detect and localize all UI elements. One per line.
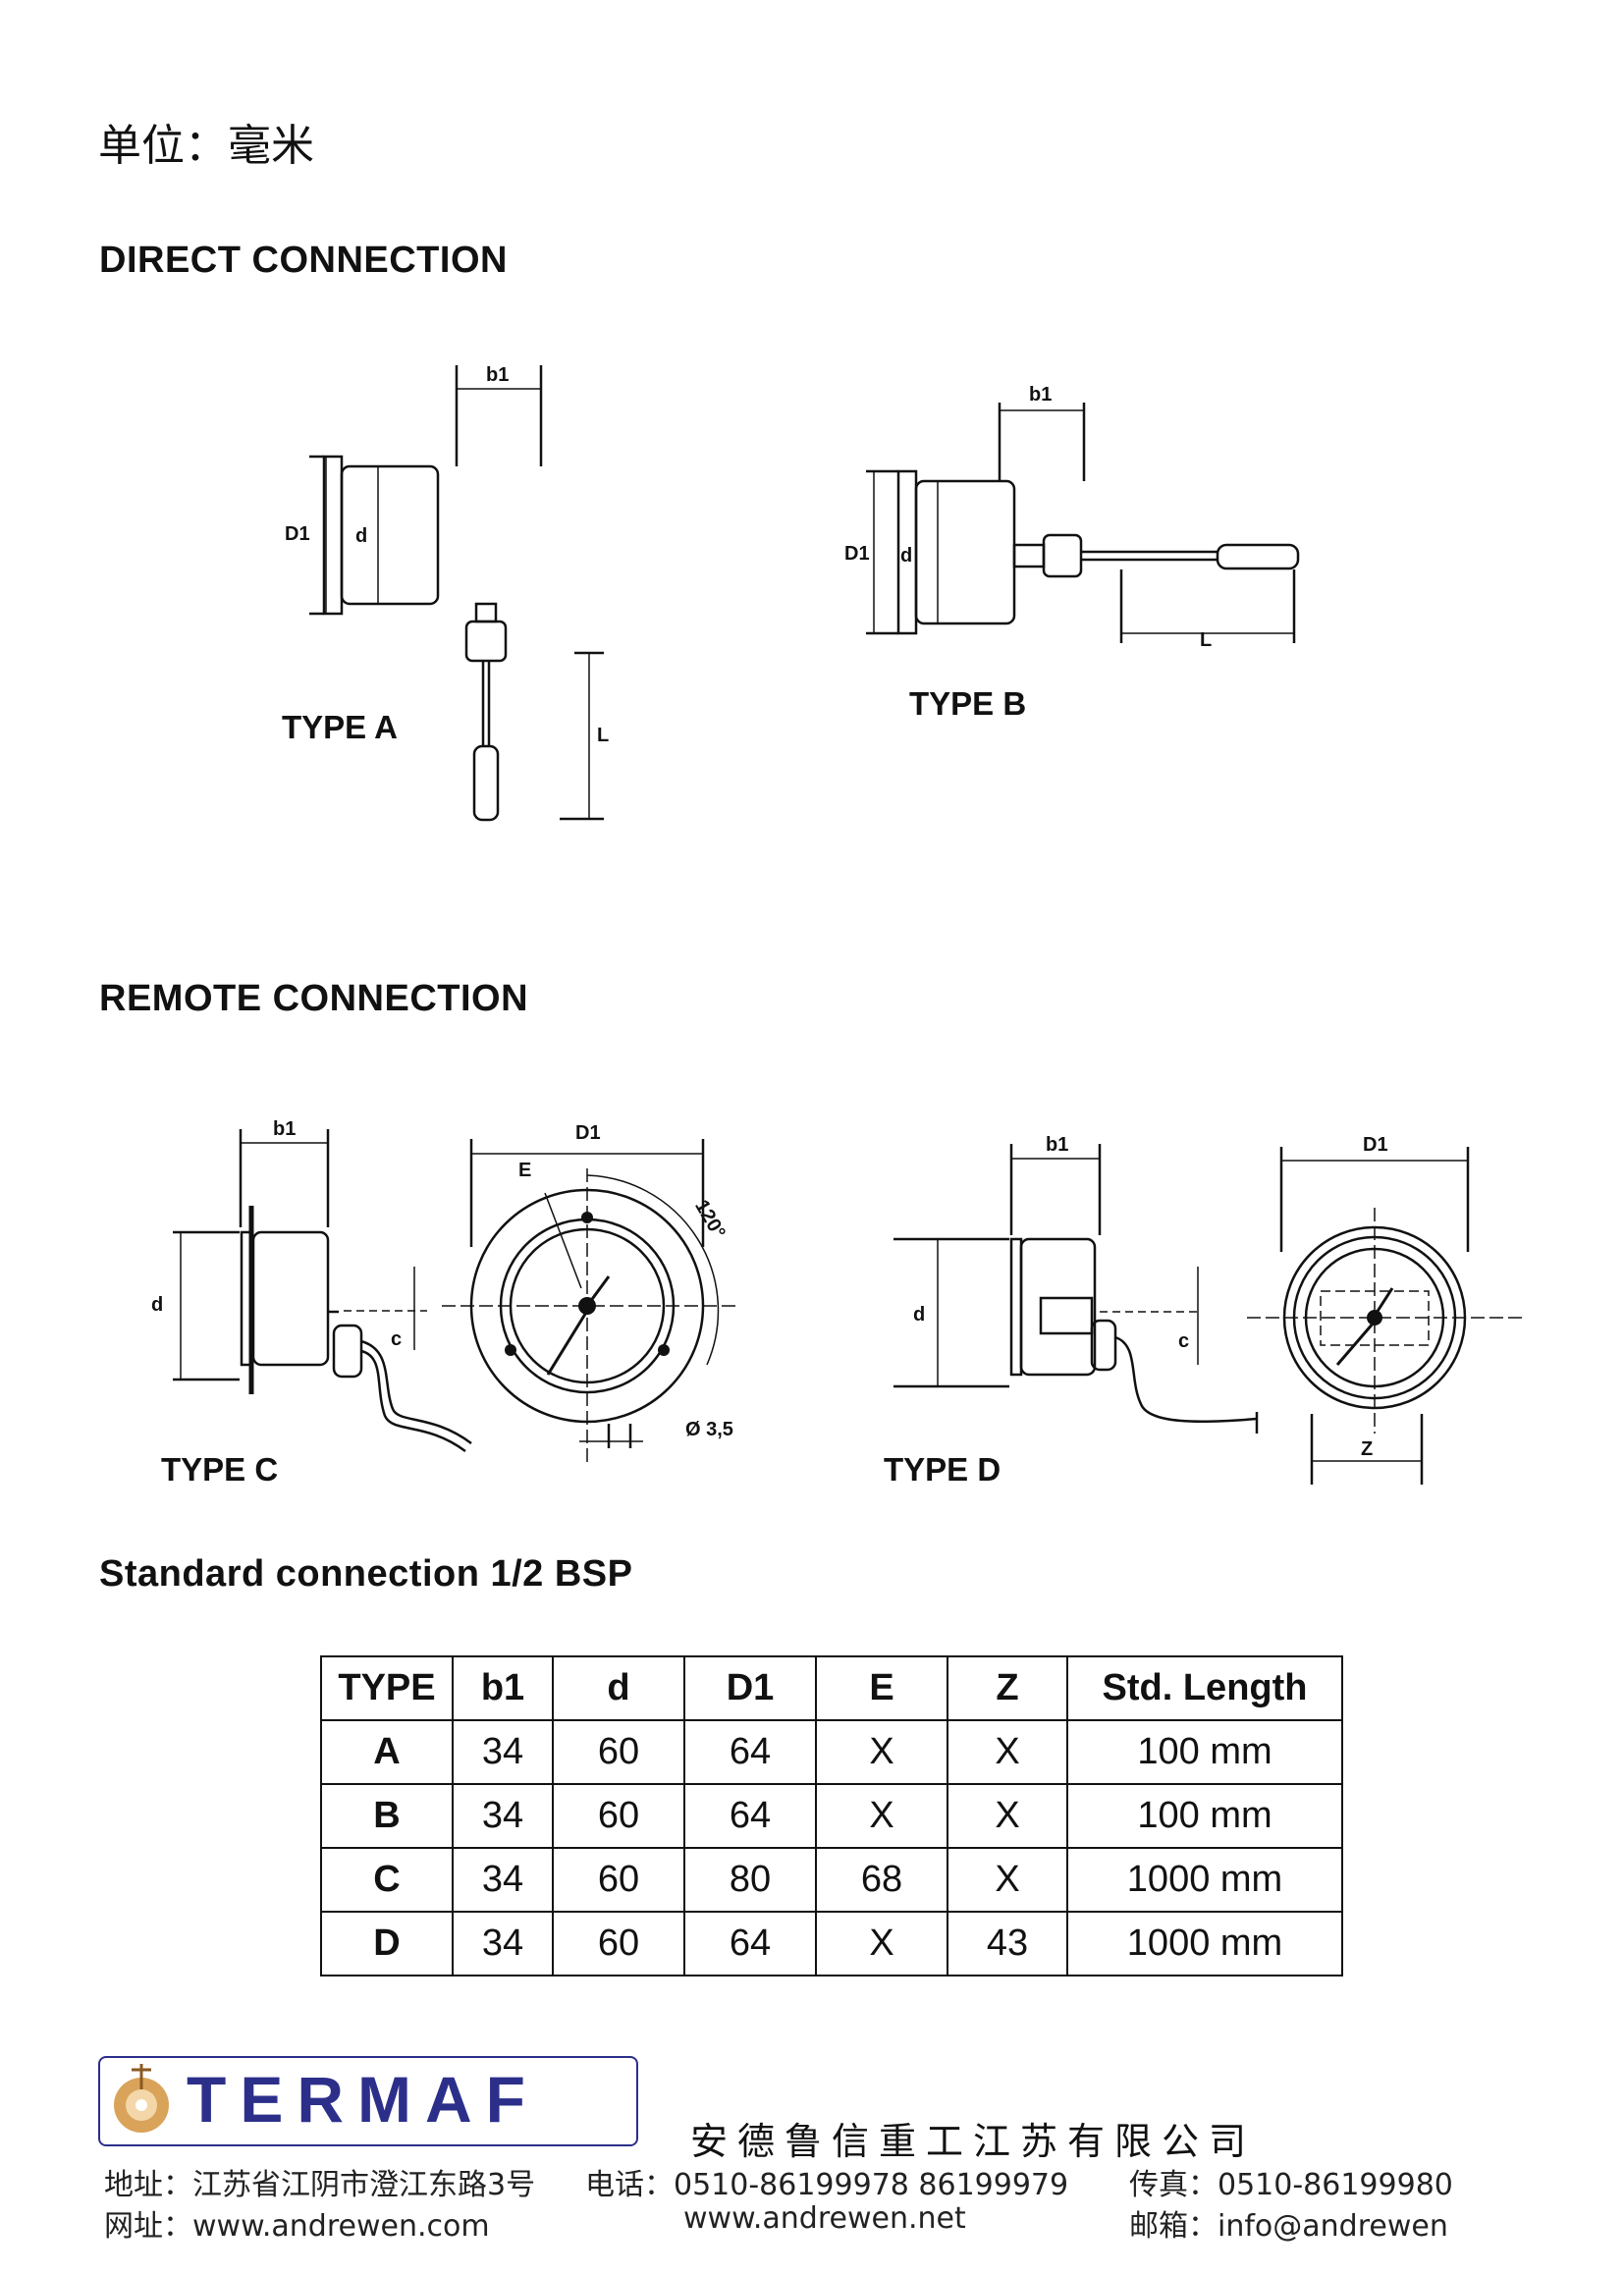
type-c-diagram: b1 d c D1 E 120° Ø 3,5 (151, 1118, 736, 1463)
section-standard-connection: Standard connection 1/2 BSP (99, 1553, 633, 1595)
footer-fax: 传真：0510-86199980 (1129, 2168, 1453, 2202)
dim-b1-b: b1 (1029, 384, 1052, 406)
dim-l-b: L (1200, 629, 1212, 651)
dim-d1-a: D1 (285, 523, 310, 545)
dim-d-d: d (913, 1304, 925, 1326)
cell-z: X (947, 1783, 1068, 1849)
dim-d-b: d (900, 545, 912, 567)
footer-phone: 电话：0510-86199978 86199979 (585, 2168, 1069, 2202)
company-name: 安德鲁信重工江苏有限公司 (690, 2120, 1257, 2163)
dim-d1-d: D1 (1363, 1134, 1388, 1156)
cell-b1: 34 (452, 1847, 554, 1913)
type-c-label: TYPE C (161, 1451, 279, 1488)
col-d: d (552, 1655, 685, 1721)
type-d-label: TYPE D (884, 1451, 1001, 1488)
dim-b1-a: b1 (486, 364, 509, 386)
col-std-length: Std. Length (1066, 1655, 1343, 1721)
cell-b1: 34 (452, 1911, 554, 1976)
cell-d1: 64 (683, 1719, 817, 1785)
cell-d: 60 (552, 1911, 685, 1976)
cell-d: 60 (552, 1783, 685, 1849)
table-row: B 34 60 64 X X 100 mm (320, 1783, 1343, 1849)
dim-d1-c: D1 (575, 1122, 601, 1144)
type-a-label: TYPE A (282, 709, 398, 745)
col-e: E (815, 1655, 948, 1721)
dim-b1-c: b1 (273, 1118, 296, 1140)
col-type: TYPE (320, 1655, 454, 1721)
logo-box (98, 2056, 638, 2146)
footer-website-com[interactable]: 网址：www.andrewen.com (104, 2209, 490, 2244)
dim-c-c: c (391, 1328, 402, 1350)
cell-d: 60 (552, 1719, 685, 1785)
unit-label: 单位：毫米 (98, 121, 314, 171)
cell-z: 43 (947, 1911, 1068, 1976)
cell-std-length: 100 mm (1066, 1783, 1343, 1849)
section-direct-connection: DIRECT CONNECTION (99, 240, 508, 281)
type-b-diagram: b1 D1 d L (844, 384, 1300, 651)
section-remote-connection: REMOTE CONNECTION (99, 978, 529, 1019)
dim-l-a: L (597, 725, 609, 746)
cell-e: X (815, 1911, 948, 1976)
logo-emblem-icon (114, 2064, 169, 2133)
dim-e-c: E (518, 1160, 531, 1181)
cell-type: D (320, 1911, 454, 1976)
cell-b1: 34 (452, 1783, 554, 1849)
cell-std-length: 1000 mm (1066, 1911, 1343, 1976)
col-b1: b1 (452, 1655, 554, 1721)
cell-d1: 64 (683, 1911, 817, 1976)
footer-email[interactable]: 邮箱：info@andrewen (1129, 2209, 1448, 2244)
spec-table: TYPE b1 d D1 E Z Std. Length A 34 60 64 … (320, 1655, 1343, 1976)
cell-type: A (320, 1719, 454, 1785)
type-a-diagram: b1 D1 d L (285, 364, 609, 822)
table-header-row: TYPE b1 d D1 E Z Std. Length (320, 1655, 1343, 1721)
table-row: A 34 60 64 X X 100 mm (320, 1719, 1343, 1785)
dim-z-d: Z (1361, 1438, 1373, 1460)
cell-d: 60 (552, 1847, 685, 1913)
footer-website-net[interactable]: www.andrewen.net (683, 2201, 966, 2236)
table-row: D 34 60 64 X 43 1000 mm (320, 1911, 1343, 1976)
type-d-diagram: b1 d c D1 Z (893, 1134, 1522, 1485)
cell-type: C (320, 1847, 454, 1913)
dim-b1-d: b1 (1046, 1134, 1068, 1156)
dim-hole-c: Ø 3,5 (685, 1419, 733, 1440)
dim-d1-b: D1 (844, 543, 870, 565)
cell-b1: 34 (452, 1719, 554, 1785)
col-d1: D1 (683, 1655, 817, 1721)
cell-std-length: 1000 mm (1066, 1847, 1343, 1913)
col-z: Z (947, 1655, 1068, 1721)
logo-wordmark: TERMAF (187, 2063, 539, 2136)
cell-d1: 64 (683, 1783, 817, 1849)
type-b-label: TYPE B (909, 685, 1027, 722)
cell-std-length: 100 mm (1066, 1719, 1343, 1785)
table-row: C 34 60 80 68 X 1000 mm (320, 1847, 1343, 1913)
cell-z: X (947, 1719, 1068, 1785)
cell-e: 68 (815, 1847, 948, 1913)
dim-d-c: d (151, 1294, 163, 1316)
cell-e: X (815, 1719, 948, 1785)
cell-e: X (815, 1783, 948, 1849)
dim-d-a: d (355, 525, 367, 547)
footer-address: 地址：江苏省江阴市澄江东路3号 (104, 2168, 536, 2202)
cell-z: X (947, 1847, 1068, 1913)
dim-c-d: c (1178, 1330, 1189, 1352)
cell-type: B (320, 1783, 454, 1849)
cell-d1: 80 (683, 1847, 817, 1913)
